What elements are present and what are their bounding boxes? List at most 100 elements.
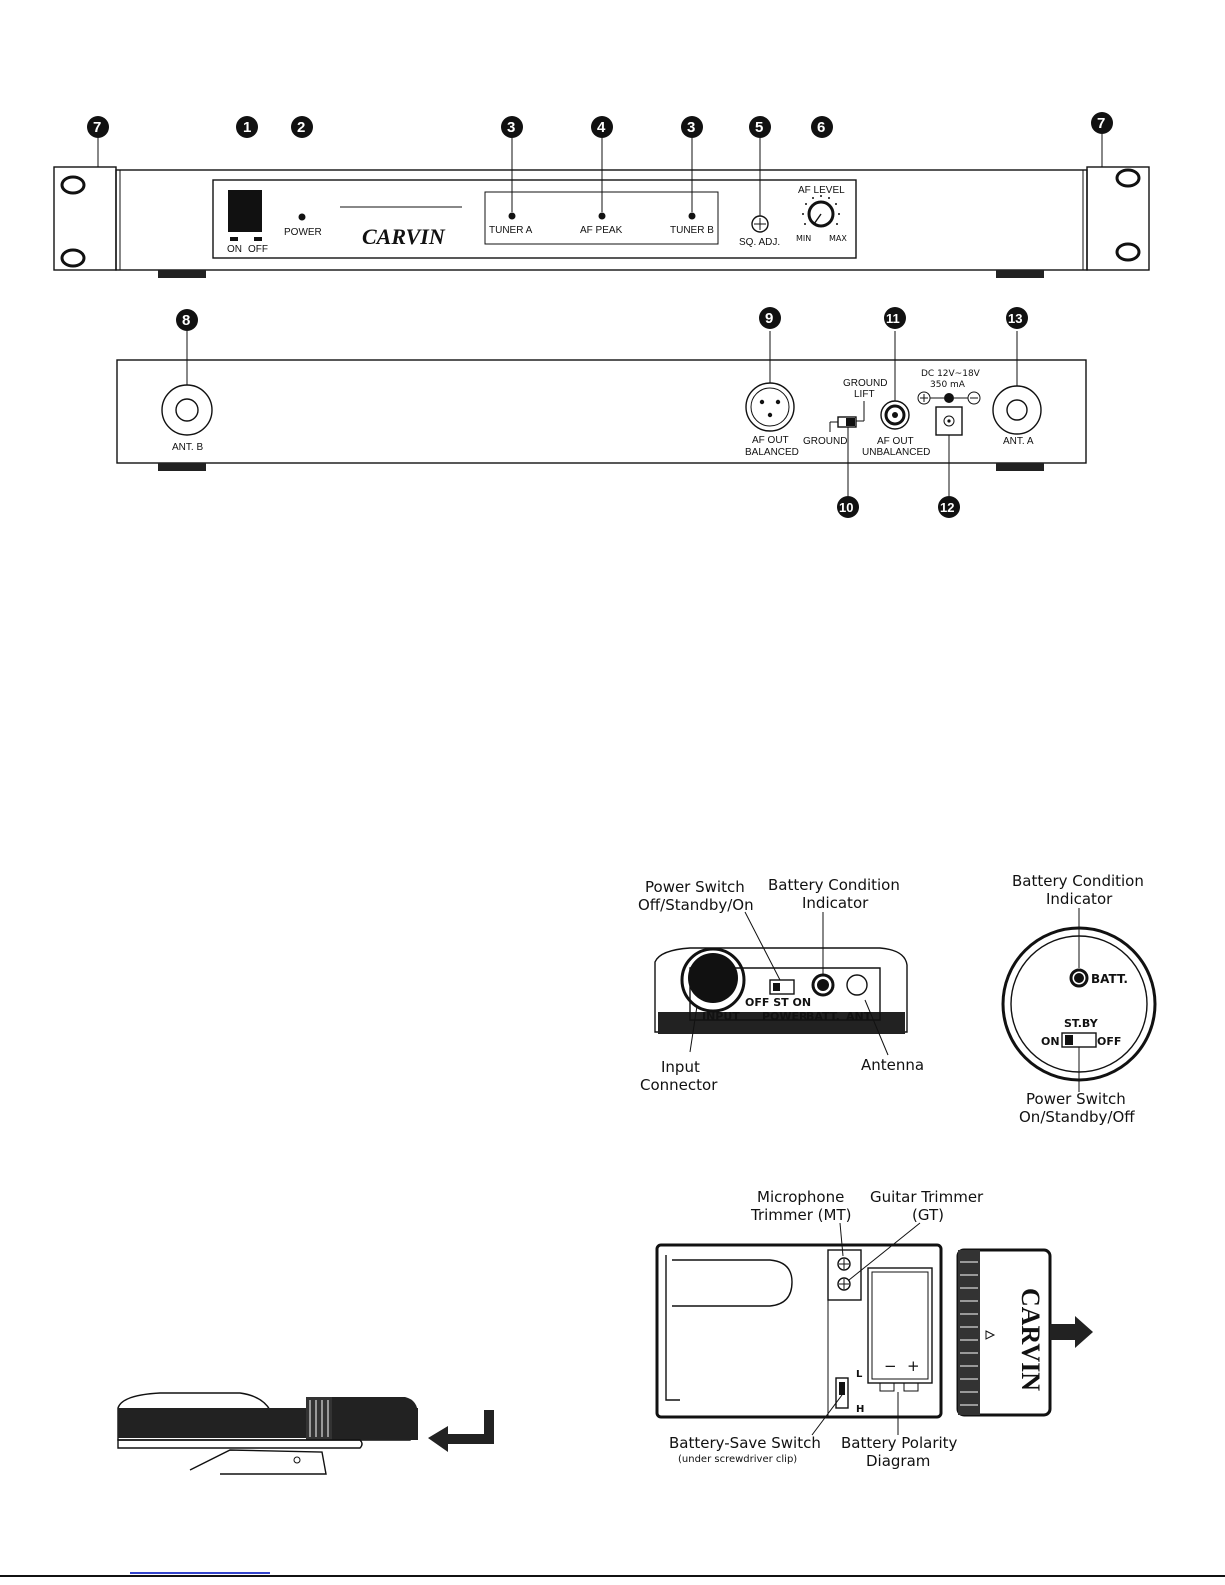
svg-text:8: 8 [182, 312, 190, 329]
rack-hole [60, 175, 86, 195]
handheld-bottom-view: Battery Condition Indicator BATT. ST.BY … [1001, 872, 1157, 1126]
battery-condition-label: Battery Condition [1012, 872, 1144, 890]
attach-arrow-icon [428, 1410, 494, 1452]
open-transmitter-view: Microphone Trimmer (MT) Guitar Trimmer (… [655, 1188, 1093, 1470]
power-switch-label: Power Switch [645, 878, 745, 896]
power-led [298, 213, 306, 221]
tuner-b-led [688, 212, 696, 220]
ground-lift-label-2: LIFT [854, 389, 875, 400]
dc-voltage-label: DC 12V~18V [921, 369, 981, 379]
bodypack-housing [654, 947, 908, 1033]
power-switch[interactable] [228, 190, 262, 232]
mic-trimmer[interactable] [837, 1257, 851, 1271]
batt-label: BATT. [806, 1010, 840, 1023]
rear-panel: ANT. B AF OUT BALANCED GROUND LIFT GROUN… [116, 359, 1087, 471]
unbalanced-label: UNBALANCED [862, 447, 930, 458]
ant-label: ANT [846, 1010, 872, 1023]
triangle-marker-icon [985, 1330, 996, 1340]
bodypack-power-switch[interactable] [769, 979, 795, 995]
bodypack-top-view: Power Switch Off/Standby/On Battery Cond… [638, 876, 924, 1094]
input-label: INPUT [702, 1010, 740, 1023]
rack-hole [1115, 168, 1141, 188]
front-callouts: 7 1 2 3 4 3 5 6 7 [87, 112, 1113, 138]
af-level-knob[interactable] [807, 200, 835, 228]
svg-text:3: 3 [507, 119, 515, 136]
off-label: OFF [1097, 1035, 1121, 1048]
off-indicator-tab [254, 237, 262, 241]
transmitter-housing [655, 1243, 943, 1419]
svg-text:11: 11 [886, 311, 900, 326]
svg-text:6: 6 [817, 119, 825, 136]
svg-text:2: 2 [297, 119, 305, 136]
dc-current-label: 350 mA [930, 380, 966, 390]
foot [996, 463, 1044, 471]
input-connector-label: Input [661, 1058, 700, 1076]
power-switch-modes-label: Off/Standby/On [638, 896, 754, 914]
cap-grip [960, 1261, 978, 1406]
power-label: POWER [762, 1010, 808, 1023]
battery-compartment [867, 1267, 933, 1384]
polarity-center-icon [944, 393, 954, 403]
brand-logo: CARVIN [362, 224, 446, 249]
mic-trimmer-label: Microphone [757, 1188, 844, 1206]
guitar-trimmer-label-2: (GT) [912, 1206, 944, 1224]
sq-adj-label: SQ. ADJ. [739, 237, 780, 248]
battery-save-switch[interactable] [835, 1377, 849, 1409]
off-label: OFF [248, 244, 268, 255]
rack-hole [60, 248, 86, 268]
tuner-a-led [508, 212, 516, 220]
tuner-a-label: TUNER A [489, 225, 533, 236]
ant-b-label: ANT. B [172, 442, 203, 453]
battery-save-switch-note: (under screwdriver clip) [678, 1454, 797, 1465]
ground-label: GROUND [803, 436, 847, 447]
af-out-unbalanced-label: AF OUT [877, 436, 914, 447]
mic-trimmer-label-2: Trimmer (MT) [750, 1206, 852, 1224]
af-out-balanced-label: AF OUT [752, 435, 789, 446]
svg-text:4: 4 [597, 119, 606, 136]
guitar-trimmer-label: Guitar Trimmer [870, 1188, 984, 1206]
tuner-b-label: TUNER B [670, 225, 714, 236]
ant-a-label: ANT. A [1003, 436, 1034, 447]
svg-text:1: 1 [243, 119, 251, 136]
battery-condition-label: Battery Condition [768, 876, 900, 894]
battery-condition-label-2: Indicator [1046, 890, 1113, 908]
input-connector[interactable] [680, 947, 746, 1013]
on-label: ON [227, 244, 242, 255]
foot [158, 463, 206, 471]
ant-a-connector[interactable] [992, 385, 1042, 435]
plus-sign: + [907, 1357, 920, 1375]
svg-text:9: 9 [765, 310, 773, 327]
af-peak-label: AF PEAK [580, 225, 623, 236]
svg-text:12: 12 [940, 500, 954, 515]
balanced-label: BALANCED [745, 447, 799, 458]
rear-panel-body [116, 359, 1087, 464]
af-peak-led [598, 212, 606, 220]
battery-polarity-label: Battery Polarity [841, 1434, 958, 1452]
footer-link-underline[interactable] [130, 1572, 270, 1574]
af-level-label: AF LEVEL [798, 185, 845, 196]
svg-text:3: 3 [687, 119, 695, 136]
cap-brand-logo: CARVIN [1016, 1288, 1045, 1391]
trimmer-block [827, 1249, 862, 1301]
foot [996, 270, 1044, 278]
remove-arrow-icon [1050, 1316, 1093, 1348]
rear-callouts: 8 9 11 13 10 12 [176, 307, 1028, 518]
power-switch-modes-label: On/Standby/Off [1019, 1108, 1135, 1126]
svg-text:10: 10 [839, 500, 853, 515]
af-out-balanced-xlr[interactable] [745, 382, 795, 432]
svg-text:13: 13 [1008, 311, 1022, 326]
rack-hole [1115, 242, 1141, 262]
antenna-label: Antenna [861, 1056, 924, 1074]
minus-icon [967, 391, 981, 405]
svg-text:7: 7 [93, 119, 101, 136]
guitar-trimmer[interactable] [837, 1277, 851, 1291]
handheld-batt-label: BATT. [1091, 972, 1128, 986]
bodypack-side-view [117, 1392, 494, 1475]
page-footer-rule [0, 1575, 1225, 1577]
stby-label: ST.BY [1064, 1017, 1099, 1030]
ant-b-connector[interactable] [161, 384, 213, 436]
foot [158, 270, 206, 278]
battery-save-switch-label: Battery-Save Switch [669, 1434, 821, 1452]
handheld-battery-led [1069, 968, 1089, 988]
